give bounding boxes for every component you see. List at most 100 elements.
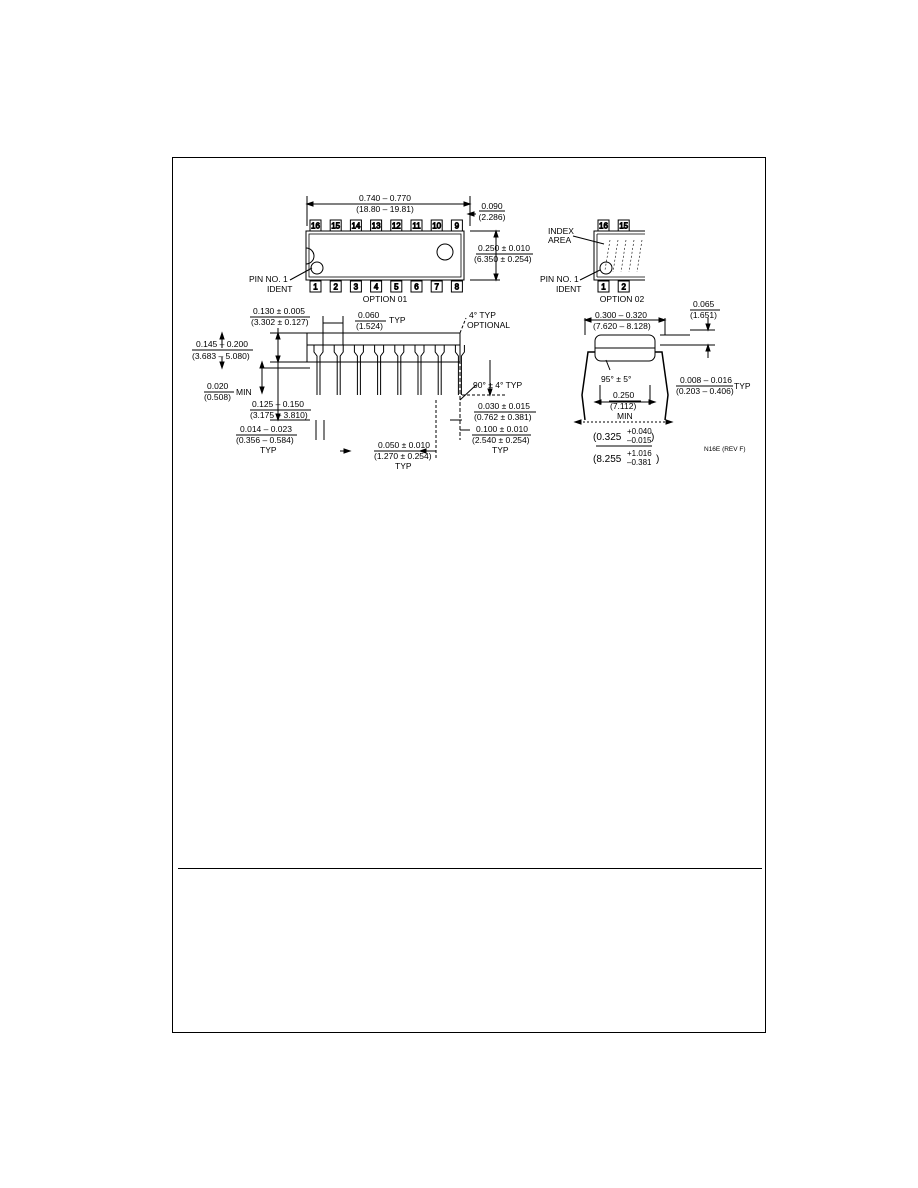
spread-base-in: (0.325 — [593, 432, 622, 443]
spread-tol-in-minus: –0.015 — [627, 436, 652, 445]
pin-number: 15 — [619, 222, 628, 231]
lead-thick-range-mm: (0.203 – 0.406) — [676, 386, 734, 396]
pin-number: 6 — [414, 283, 419, 292]
row-dim-mm: (2.540 ± 0.254) — [472, 435, 530, 445]
pin1-ident-label-line1: PIN NO. 1 — [249, 274, 288, 284]
pin-pad — [410, 280, 423, 293]
shoulder-dim-mm: (1.524) — [356, 321, 383, 331]
section-divider — [178, 868, 762, 869]
end-view — [573, 317, 715, 447]
side-leads — [313, 345, 465, 395]
row-typ: TYP — [492, 445, 509, 455]
spread-close-in: ) — [651, 432, 654, 443]
side-lead — [394, 345, 405, 395]
lead-width-mm: (0.762 ± 0.381) — [474, 412, 532, 422]
option02-label: OPTION 02 — [600, 294, 645, 304]
pin-number: 2 — [333, 283, 338, 292]
seat-dim-in: 0.130 ± 0.005 — [253, 306, 305, 316]
angle-4-typ: 4° TYP — [469, 310, 496, 320]
side-lead — [313, 345, 324, 395]
lead-length-mm: (3.175 – 3.810) — [250, 410, 308, 420]
min-dim-mm: (0.508) — [204, 392, 231, 402]
pin-number: 3 — [354, 283, 359, 292]
pin-number: 1 — [313, 283, 318, 292]
row-dim-in: 0.100 ± 0.010 — [476, 424, 528, 434]
lead-thickness-in: 0.065 — [693, 299, 715, 309]
pin-number: 7 — [434, 283, 439, 292]
side-lead — [434, 345, 445, 395]
pitch-typ: TYP — [395, 461, 412, 471]
pin-number: 12 — [392, 222, 401, 231]
pin-number: 14 — [351, 222, 360, 231]
pin-number: 10 — [432, 222, 441, 231]
end-width-mm: (7.620 – 8.128) — [593, 321, 651, 331]
end-dim-in: 0.090 — [481, 201, 503, 211]
spread-close-mm: ) — [656, 454, 659, 465]
spread-tol-mm-plus: +1.016 — [627, 449, 652, 458]
seat-dim-mm: (3.302 ± 0.127) — [251, 317, 309, 327]
optional-label: OPTIONAL — [467, 320, 510, 330]
pin-number: 15 — [331, 222, 340, 231]
min-dim-label: MIN — [236, 387, 252, 397]
lead-diameter-typ: TYP — [260, 445, 277, 455]
pin-ident2-label-line2: IDENT — [556, 284, 582, 294]
lead-diameter-mm: (0.356 – 0.584) — [236, 435, 294, 445]
pin1-ident-label-line2: IDENT — [267, 284, 293, 294]
side-view — [219, 316, 505, 460]
drawing-text: 0.740 – 0.770 (18.80 – 19.81) 0.090 (2.2… — [192, 193, 751, 471]
pin-pad — [309, 280, 322, 293]
pin-pad — [617, 280, 630, 293]
pin-number: 16 — [599, 222, 608, 231]
lead-thick-range-in: 0.008 – 0.016 — [680, 375, 732, 385]
side-lead — [353, 345, 364, 395]
pin-pad — [597, 280, 610, 293]
angle-90-typ: 90° ± 4° TYP — [473, 380, 522, 390]
page-frame — [172, 157, 766, 1033]
pin-number: 4 — [374, 283, 379, 292]
spread-tol-in-plus: +0.040 — [627, 427, 652, 436]
index-area-label-line1: INDEX — [548, 226, 574, 236]
pin-number: 13 — [372, 222, 381, 231]
min-dim-in: 0.020 — [207, 381, 229, 391]
spread-tol-mm-minus: –0.381 — [627, 458, 652, 467]
pin-number: 16 — [311, 222, 320, 231]
pin-number: 9 — [455, 222, 460, 231]
pin-number: 2 — [621, 283, 626, 292]
lead-diameter-in: 0.014 – 0.023 — [240, 424, 292, 434]
end-dim-mm: (2.286) — [479, 212, 506, 222]
width-dim-in: 0.250 ± 0.010 — [478, 243, 530, 253]
pin-pad — [430, 280, 443, 293]
pin-number: 11 — [412, 222, 421, 231]
height-dim-mm: (3.683 – 5.080) — [192, 351, 250, 361]
shoulder-typ: TYP — [389, 315, 406, 325]
overall-length-in: 0.740 – 0.770 — [359, 193, 411, 203]
pin-pad — [450, 280, 463, 293]
pin-pad — [390, 280, 403, 293]
shoulder-dim-in: 0.060 — [358, 310, 380, 320]
pin-ident2-label-line1: PIN NO. 1 — [540, 274, 579, 284]
side-lead — [414, 345, 425, 395]
min-width-mm: (7.112) — [610, 401, 636, 411]
pin-number: 8 — [455, 283, 460, 292]
lead-thick-typ: TYP — [734, 381, 751, 391]
min-width-label: MIN — [617, 411, 633, 421]
end-width-in: 0.300 – 0.320 — [595, 310, 647, 320]
index-area-label-line2: AREA — [548, 235, 571, 245]
side-lead — [333, 345, 344, 395]
option01-label: OPTION 01 — [363, 294, 408, 304]
pitch-dim-in: 0.050 ± 0.010 — [378, 440, 430, 450]
pin-pad — [349, 280, 362, 293]
angle-95: 95° ± 5° — [601, 374, 631, 384]
pin-pad — [329, 280, 342, 293]
lead-thickness-mm: (1.651) — [690, 310, 717, 320]
pin-pad — [370, 280, 383, 293]
side-lead — [374, 345, 385, 395]
pitch-dim-mm: (1.270 ± 0.254) — [374, 451, 432, 461]
spread-base-mm: (8.255 — [593, 454, 622, 465]
height-dim-in: 0.145 – 0.200 — [196, 339, 248, 349]
